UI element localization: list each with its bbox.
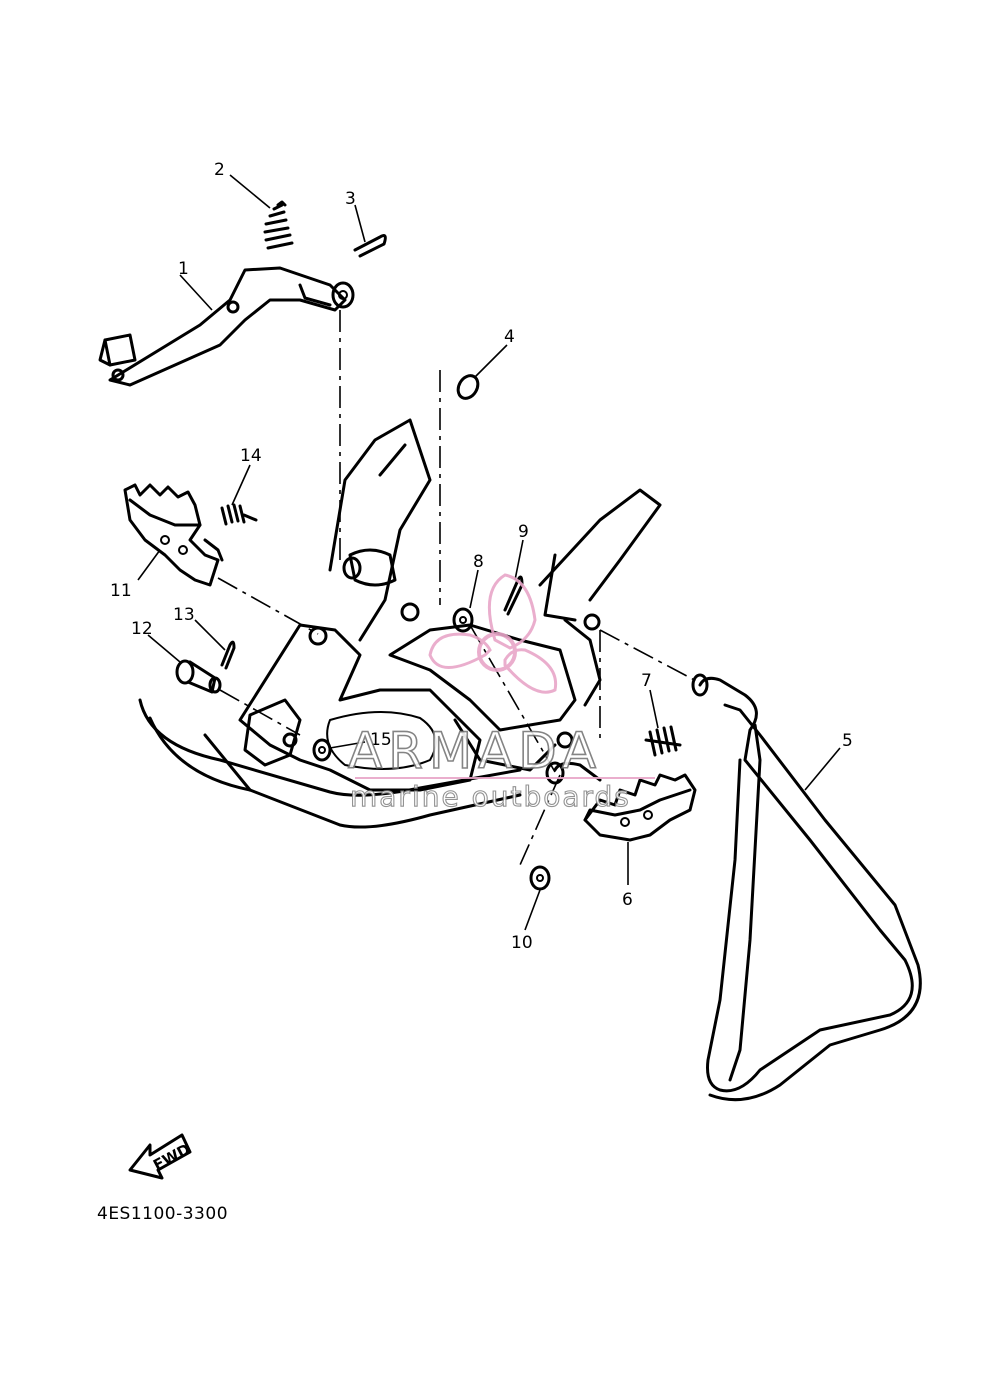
callout-10: 10	[511, 933, 533, 953]
return-spring	[263, 200, 294, 250]
frame	[138, 418, 662, 829]
footrest-spring-right	[644, 725, 682, 757]
callout-9: 9	[518, 522, 529, 542]
callout-6: 6	[622, 890, 633, 910]
callout-7: 7	[641, 671, 652, 691]
washer-8	[452, 607, 474, 633]
callout-15: 15	[370, 730, 392, 750]
bolt-15	[312, 738, 332, 762]
callout-12: 12	[131, 619, 153, 639]
callout-4: 4	[504, 327, 515, 347]
washer-10	[529, 865, 551, 891]
callout-1: 1	[178, 259, 189, 279]
callout-3: 3	[345, 189, 356, 209]
watermark-title: ARMADA	[348, 722, 602, 780]
side-stand	[691, 673, 922, 1102]
cotter-pin-13	[220, 640, 236, 670]
callout-11: 11	[110, 581, 132, 601]
brake-pedal	[98, 266, 355, 387]
callout-2: 2	[214, 160, 225, 180]
diagram-code: 4ES1100-3300	[97, 1204, 228, 1224]
watermark: ARMADA marine outboards	[347, 573, 655, 814]
footrest-right	[545, 761, 697, 842]
cotter-pin-3	[353, 234, 387, 258]
watermark-subtitle: marine outboards	[350, 780, 631, 813]
footrest-left	[123, 483, 224, 587]
fwd-label: FWD	[150, 1140, 193, 1174]
callout-5: 5	[842, 731, 853, 751]
callout-13: 13	[173, 605, 195, 625]
footrest-spring-left	[220, 503, 258, 526]
callout-14: 14	[240, 446, 262, 466]
callout-8: 8	[473, 552, 484, 572]
fwd-arrow-icon: FWD	[128, 1133, 193, 1180]
washer-4	[456, 374, 480, 400]
assembly-lines	[217, 310, 701, 866]
propeller-logo-icon	[428, 573, 558, 694]
leader-lines	[137, 174, 841, 931]
pin-12	[175, 659, 222, 694]
